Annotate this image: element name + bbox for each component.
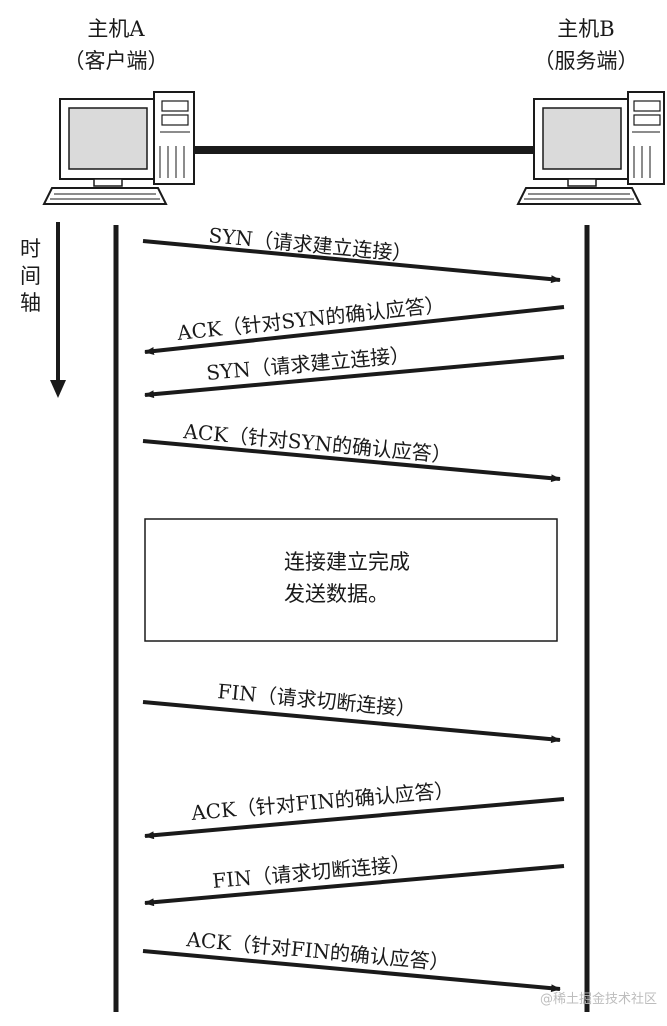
message-arrow (144, 305, 565, 356)
time-axis-char-2: 间 (20, 264, 41, 288)
message-label: ACK（针对SYN的确认应答） (175, 292, 446, 345)
time-axis-char-1: 时 (20, 237, 41, 261)
message-5: FIN（请求切断连接） (142, 679, 561, 744)
host-b-name: 主机B (557, 17, 614, 41)
message-label: FIN（请求切断连接） (217, 679, 418, 721)
message-label: ACK（针对SYN的确认应答） (182, 419, 453, 467)
time-axis-char-3: 轴 (20, 291, 41, 315)
host-a-role: （客户端） (64, 49, 169, 73)
message-6: ACK（针对FIN的确认应答） (144, 778, 565, 840)
status-box-line-1: 连接建立完成 (284, 550, 410, 574)
status-box-line-2: 发送数据。 (284, 582, 389, 606)
message-4: ACK（针对SYN的确认应答） (142, 419, 561, 483)
message-arrow (142, 949, 561, 993)
message-arrow (144, 864, 565, 907)
message-arrow (142, 439, 561, 483)
message-arrow (142, 239, 561, 284)
message-8: ACK（针对FIN的确认应答） (142, 927, 561, 993)
message-arrow (144, 355, 565, 399)
host-b-role: （服务端） (534, 49, 639, 73)
message-7: FIN（请求切断连接） (144, 852, 565, 907)
message-arrow (144, 797, 565, 840)
message-1: SYN（请求建立连接） (142, 223, 561, 284)
message-label: ACK（针对FIN的确认应答） (189, 778, 455, 825)
message-3: SYN（请求建立连接） (144, 343, 565, 399)
message-label: SYN（请求建立连接） (208, 223, 414, 266)
time-axis-arrow-head (50, 380, 66, 398)
message-arrow (142, 700, 561, 744)
watermark: @稀土掘金技术社区 (540, 991, 657, 1007)
computer-a-icon (42, 91, 195, 205)
message-2: ACK（针对SYN的确认应答） (144, 292, 565, 356)
computer-b-icon (516, 91, 665, 205)
host-a-name: 主机A (87, 17, 145, 41)
status-box (144, 518, 558, 642)
